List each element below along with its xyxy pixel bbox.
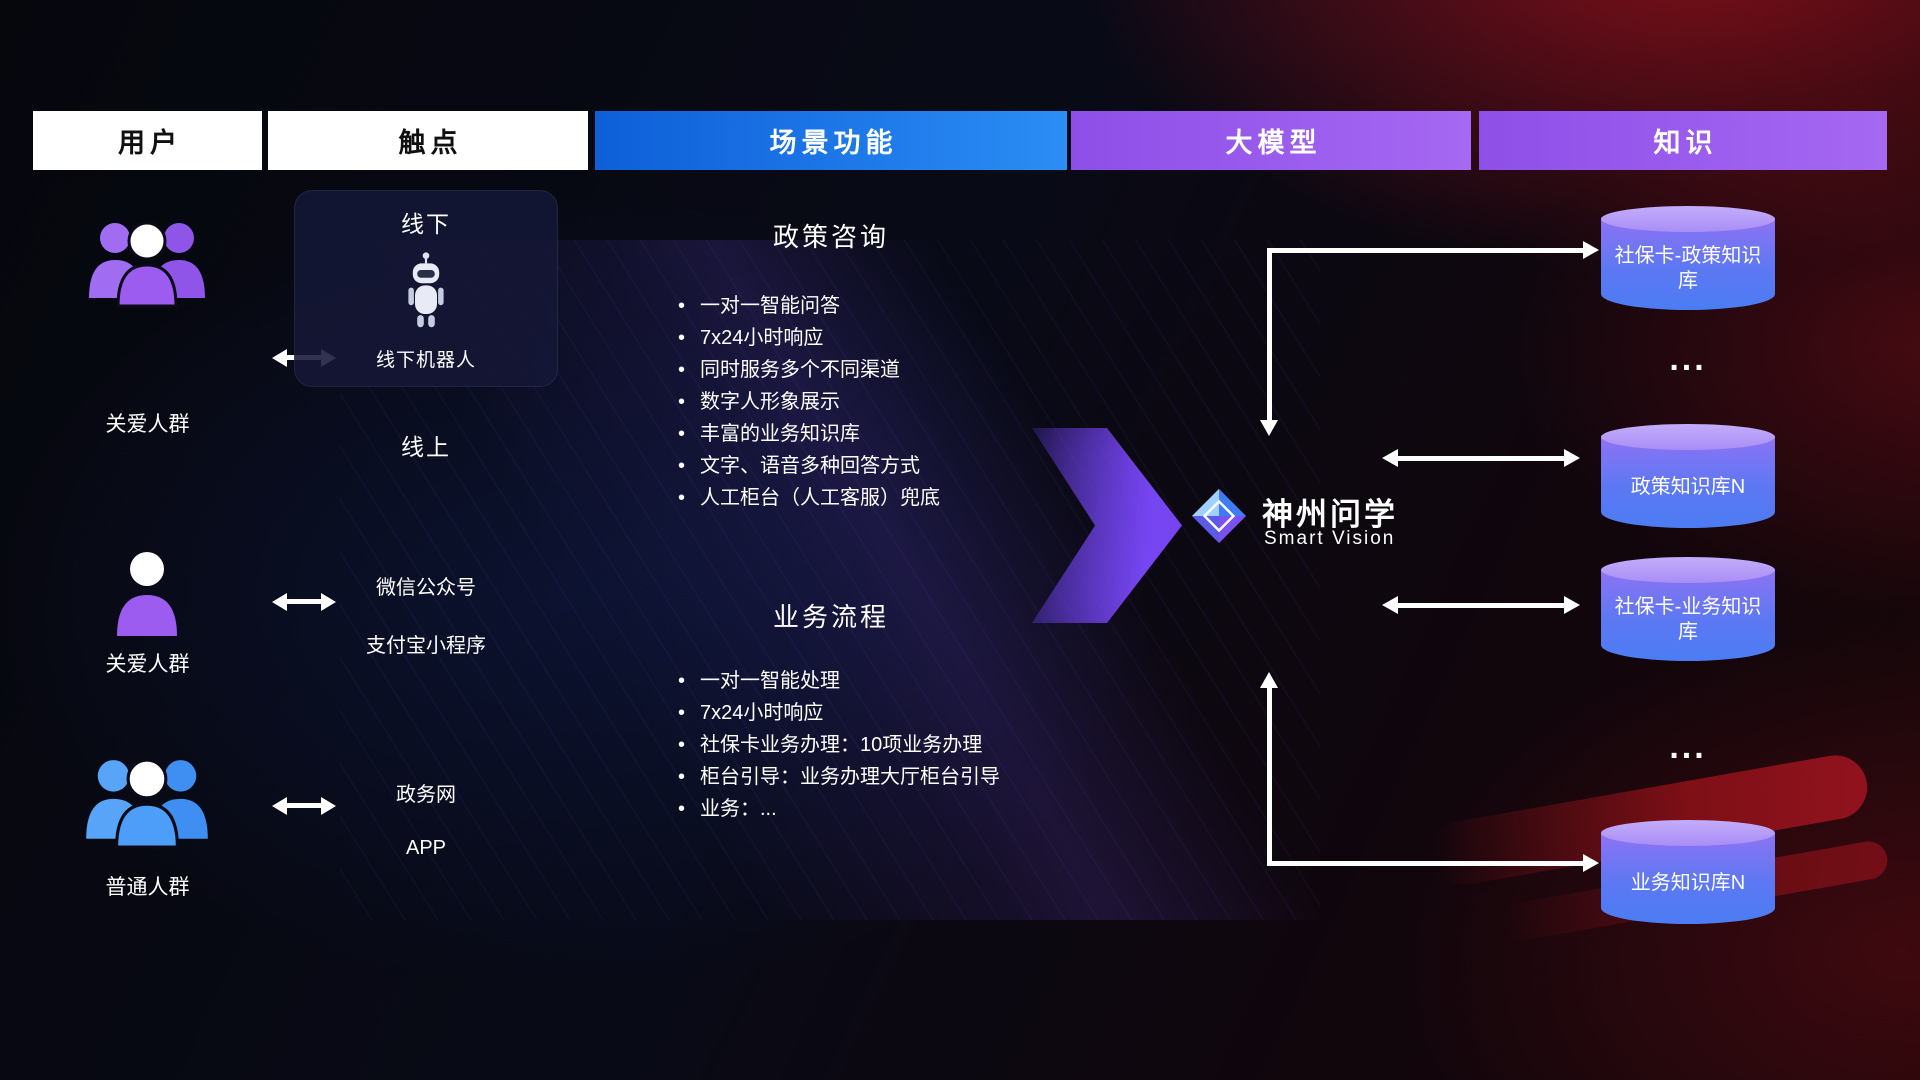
arrow-line	[283, 599, 325, 604]
list-item: 社保卡业务办理：10项业务办理	[676, 729, 1000, 761]
offline-robot-label: 线下机器人	[375, 350, 476, 371]
channel-alipay: 支付宝小程序	[366, 635, 486, 657]
arrowhead-left	[272, 349, 287, 367]
header-touchpoint: 触点	[268, 111, 588, 170]
bidirectional-arrow	[272, 795, 336, 817]
cylinder-top	[1601, 557, 1775, 583]
header-model: 大模型	[1071, 111, 1471, 170]
header-knowledge: 知识	[1479, 111, 1887, 170]
smart-vision-logo-icon	[1191, 488, 1247, 544]
arrowhead-left	[272, 797, 287, 815]
business-process-list: 一对一智能处理 7x24小时响应 社保卡业务办理：10项业务办理 柜台引导：业务…	[676, 665, 1000, 825]
knowledge-db-label: 社保卡-业务知识库	[1614, 596, 1762, 643]
cylinder-top	[1601, 206, 1775, 232]
channel-gov-web: 政务网	[396, 784, 456, 806]
list-item: 文字、语音多种回答方式	[676, 450, 940, 482]
list-item: 一对一智能处理	[676, 665, 1000, 697]
arrowhead-right	[1564, 449, 1580, 467]
arrowhead-right	[1583, 241, 1599, 259]
connector-line	[1267, 248, 1272, 420]
offline-robot-card: 线下 线下机器人	[294, 190, 558, 387]
user-label-care-group-1: 关爱人群	[105, 413, 190, 436]
list-item: 业务：...	[676, 793, 1000, 825]
group-people-blue-icon	[86, 758, 208, 849]
list-item: 一对一智能问答	[676, 290, 940, 322]
connector-line	[1398, 603, 1564, 608]
header-users: 用户	[33, 111, 262, 170]
arrowhead-left	[1382, 449, 1398, 467]
arrowhead-up	[1260, 672, 1278, 688]
list-item: 7x24小时响应	[676, 322, 940, 354]
arrowhead-right	[321, 593, 336, 611]
policy-consult-list: 一对一智能问答 7x24小时响应 同时服务多个不同渠道 数字人形象展示 丰富的业…	[676, 290, 940, 514]
robot-icon	[408, 252, 444, 328]
cylinder-top	[1601, 820, 1775, 846]
cylinder-body	[1601, 570, 1775, 661]
connector-line	[1267, 861, 1583, 866]
arrowhead-right	[1564, 596, 1580, 614]
list-item: 7x24小时响应	[676, 697, 1000, 729]
ellipsis-more-dbs: ...	[1669, 728, 1707, 766]
knowledge-db-label: 业务知识库N	[1630, 871, 1746, 894]
arrow-line	[283, 803, 325, 808]
list-item: 数字人形象展示	[676, 386, 940, 418]
model-subtitle: Smart Vision	[1264, 528, 1396, 549]
knowledge-db-label: 社保卡-政策知识库	[1614, 245, 1762, 292]
arrowhead-down	[1260, 420, 1278, 436]
cylinder-body	[1601, 833, 1775, 924]
arrowhead-left	[272, 593, 287, 611]
user-label-care-group-2: 关爱人群	[105, 653, 190, 676]
cylinder-body	[1601, 437, 1775, 528]
knowledge-db-policy-n: 政策知识库N	[1601, 424, 1775, 528]
model-name: 神州问学	[1262, 497, 1398, 532]
header-scenario: 场景功能	[595, 111, 1067, 170]
list-item: 人工柜台（人工客服）兜底	[676, 482, 940, 514]
scenario-title-business: 业务流程	[772, 602, 889, 632]
offline-title: 线下	[401, 211, 451, 237]
channel-wechat: 微信公众号	[376, 577, 476, 599]
channel-app: APP	[405, 837, 447, 859]
single-person-purple-icon	[117, 552, 177, 636]
arrowhead-right	[1583, 854, 1599, 872]
connector-line	[1398, 456, 1564, 461]
knowledge-db-policy-sscard: 社保卡-政策知识库	[1601, 206, 1775, 310]
knowledge-db-label: 政策知识库N	[1630, 475, 1746, 498]
connector-line	[1267, 688, 1272, 866]
knowledge-db-business-n: 业务知识库N	[1601, 820, 1775, 924]
bidirectional-arrow	[272, 591, 336, 613]
arrowhead-left	[1382, 596, 1398, 614]
knowledge-db-business-sscard: 社保卡-业务知识库	[1601, 557, 1775, 661]
cylinder-top	[1601, 424, 1775, 450]
user-label-general-group: 普通人群	[105, 876, 190, 899]
list-item: 同时服务多个不同渠道	[676, 354, 940, 386]
cylinder-body	[1601, 219, 1775, 310]
ellipsis-more-dbs: ...	[1669, 340, 1707, 378]
list-item: 丰富的业务知识库	[676, 418, 940, 450]
arrowhead-right	[321, 797, 336, 815]
online-title: 线上	[401, 434, 451, 460]
group-people-purple-icon	[89, 221, 205, 308]
scenario-title-policy: 政策咨询	[772, 222, 889, 252]
connector-line	[1267, 248, 1583, 253]
list-item: 柜台引导：业务办理大厅柜台引导	[676, 761, 1000, 793]
